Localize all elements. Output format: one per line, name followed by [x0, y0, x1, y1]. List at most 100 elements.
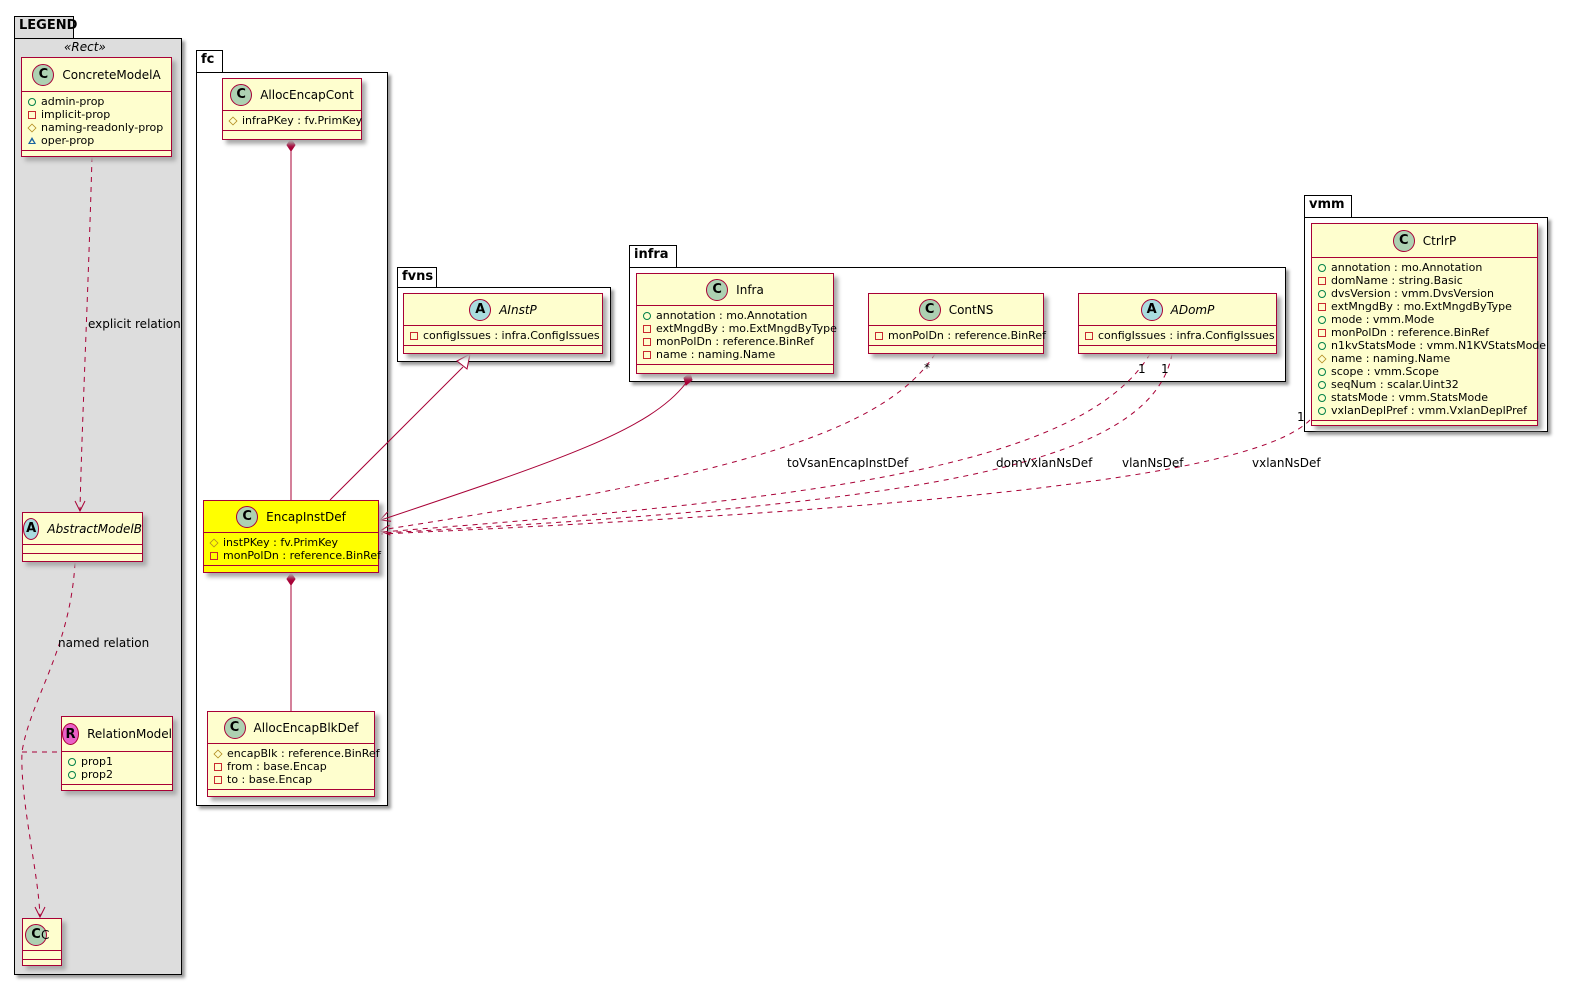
edge-label-mult-one-a: 1: [1138, 362, 1146, 376]
attribute: prop1: [68, 755, 166, 768]
package-legend: [14, 38, 182, 975]
class-adomp[interactable]: A ADomP configIssues : infra.ConfigIssues: [1078, 293, 1277, 354]
class-badge-icon: C: [223, 716, 246, 739]
class-name: C: [41, 927, 50, 942]
private-visibility-icon: [210, 551, 218, 560]
edge-label-named: named relation: [58, 636, 150, 650]
class-header: A ADomP: [1079, 294, 1276, 326]
edge-label-vxlanNs: vxlanNsDef: [1252, 456, 1321, 470]
attribute-list: infraPKey : fv.PrimKey: [223, 111, 362, 131]
class-name: ADomP: [1170, 302, 1215, 317]
edge-label-explicit: explicit relation: [88, 317, 181, 331]
attribute: monPolDn : reference.BinRef: [875, 329, 1046, 342]
private-visibility-icon: [643, 350, 651, 359]
composition-diamond-icon: [683, 372, 693, 386]
public-visibility-icon: [643, 311, 651, 320]
protected-visibility-icon: [213, 748, 223, 759]
private-visibility-icon: [410, 331, 418, 340]
protected-visibility-icon: [27, 122, 37, 133]
attribute-text: admin-prop: [41, 95, 105, 108]
attribute-text: annotation : mo.Annotation: [656, 309, 808, 322]
attribute-text: dvsVersion : vmm.DvsVersion: [1331, 287, 1494, 300]
attribute-text: naming-readonly-prop: [41, 121, 164, 134]
legend-stereotype: «Rect»: [64, 40, 106, 54]
attribute-list: monPolDn : reference.BinRef: [869, 326, 1046, 346]
arrow-head-icon: [74, 500, 86, 513]
attribute: annotation : mo.Annotation: [1318, 261, 1531, 274]
attribute: oper-prop: [28, 134, 165, 147]
attribute: monPolDn : reference.BinRef: [1318, 326, 1531, 339]
attribute: monPolDn : reference.BinRef: [643, 335, 827, 348]
package-visibility-icon: [28, 137, 36, 144]
attribute-list: configIssues : infra.ConfigIssues: [1079, 326, 1276, 346]
private-visibility-icon: [875, 331, 883, 340]
attribute: statsMode : vmm.StatsMode: [1318, 391, 1531, 404]
attribute-text: monPolDn : reference.BinRef: [888, 329, 1046, 342]
dom-vxlan-ns-def-edge: [380, 353, 1151, 533]
package-fc: [196, 72, 388, 806]
attribute-text: extMngdBy : mo.ExtMngdByType: [656, 322, 837, 335]
vlan-ns-def-edge: [380, 353, 1173, 534]
class-badge-icon: C: [236, 505, 259, 528]
attribute: extMngdBy : mo.ExtMngdByType: [643, 322, 837, 335]
attribute: domName : string.Basic: [1318, 274, 1531, 287]
protected-visibility-icon: [1317, 353, 1327, 364]
class-name: Infra: [736, 282, 764, 297]
attribute: instPKey : fv.PrimKey: [209, 536, 372, 549]
private-visibility-icon: [1318, 328, 1326, 337]
protected-visibility-icon: [228, 115, 238, 126]
attribute-text: monPolDn : reference.BinRef: [223, 549, 381, 562]
public-visibility-icon: [1318, 367, 1326, 376]
class-name: EncapInstDef: [266, 509, 346, 524]
private-visibility-icon: [1318, 276, 1326, 285]
public-visibility-icon: [1318, 315, 1326, 324]
attribute-text: extMngdBy : mo.ExtMngdByType: [1331, 300, 1512, 313]
generalization-triangle-icon: [456, 353, 471, 370]
attribute-text: n1kvStatsMode : vmm.N1KVStatsMode: [1331, 339, 1547, 352]
protected-visibility-icon: [209, 537, 219, 548]
attribute-list: configIssues : infra.ConfigIssues: [404, 326, 602, 346]
attribute-text: monPolDn : reference.BinRef: [1331, 326, 1489, 339]
private-visibility-icon: [28, 110, 36, 119]
attribute: dvsVersion : vmm.DvsVersion: [1318, 287, 1531, 300]
package-tab-fc: fc: [196, 50, 223, 72]
package-tab-fvns: fvns: [397, 267, 437, 287]
attribute: name : naming.Name: [643, 348, 827, 361]
class-badge-icon: C: [1392, 229, 1415, 252]
composition-diamond-icon: [286, 138, 296, 152]
attribute: annotation : mo.Annotation: [643, 309, 827, 322]
attribute-text: domName : string.Basic: [1331, 274, 1463, 287]
attribute: configIssues : infra.ConfigIssues: [1085, 329, 1275, 342]
attribute-text: prop2: [81, 768, 113, 781]
class-header: C EncapInstDef: [204, 501, 378, 533]
attribute: implicit-prop: [28, 108, 165, 121]
abstract-badge-icon: A: [469, 298, 492, 321]
attribute-text: configIssues : infra.ConfigIssues: [1098, 329, 1275, 342]
attribute-text: instPKey : fv.PrimKey: [223, 536, 339, 549]
attribute-text: name : naming.Name: [656, 348, 776, 361]
class-badge-icon: C: [918, 298, 941, 321]
attribute: to : base.Encap: [214, 773, 368, 786]
class-badge-icon: C: [706, 278, 729, 301]
abstract-badge-icon: A: [1140, 298, 1163, 321]
attribute-text: to : base.Encap: [227, 773, 313, 786]
package-tab-vmm: vmm: [1304, 195, 1352, 217]
attribute: infraPKey : fv.PrimKey: [228, 114, 362, 127]
